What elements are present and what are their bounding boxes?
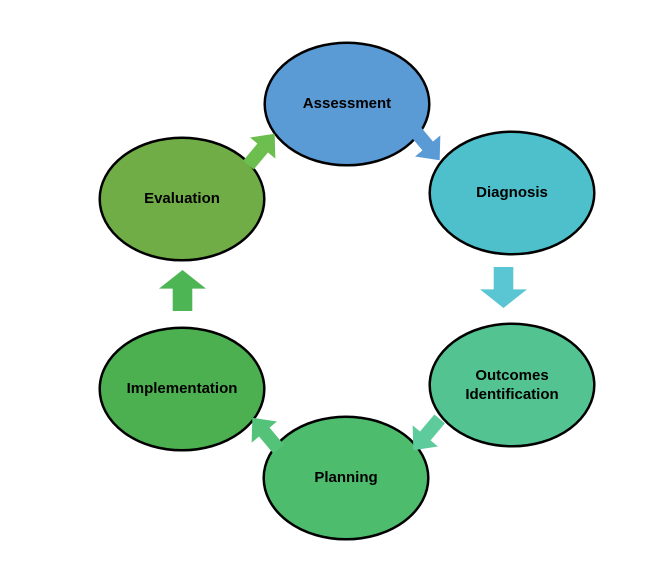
- arrow-icon: [243, 133, 276, 170]
- node-assessment: Assessment: [263, 41, 431, 167]
- node-planning: Planning: [262, 415, 430, 541]
- arrow-implementation-to-evaluation: [159, 270, 206, 311]
- arrow-icon: [251, 417, 284, 454]
- ellipse-shape: [98, 326, 266, 452]
- ellipse-shape: [428, 322, 596, 448]
- node-label: Diagnosis: [476, 184, 548, 202]
- node-label: Implementation: [126, 380, 238, 398]
- node-label: Planning: [314, 469, 378, 487]
- ellipse-shape: [263, 41, 431, 167]
- arrow-icon: [408, 124, 441, 161]
- arrow-icon: [412, 414, 445, 451]
- node-evaluation: Evaluation: [98, 136, 266, 262]
- arrow-icon: [480, 267, 527, 308]
- arrow-planning-to-implementation: [240, 407, 292, 460]
- node-diagnosis: Diagnosis: [428, 130, 596, 256]
- arrow-outcomes-to-planning: [401, 408, 453, 461]
- node-label: Evaluation: [144, 190, 220, 208]
- arrow-evaluation-to-assessment: [236, 123, 288, 176]
- arrow-assessment-to-diagnosis: [401, 118, 453, 171]
- ellipse-shape: [98, 136, 266, 262]
- arrow-icon: [159, 270, 206, 311]
- node-label: Outcomes Identification: [465, 366, 559, 404]
- node-outcomes-identification: Outcomes Identification: [428, 322, 596, 448]
- ellipse-shape: [428, 130, 596, 256]
- ellipse-shape: [262, 415, 430, 541]
- arrow-diagnosis-to-outcomes: [480, 267, 527, 308]
- node-implementation: Implementation: [98, 326, 266, 452]
- node-label: Assessment: [302, 95, 392, 113]
